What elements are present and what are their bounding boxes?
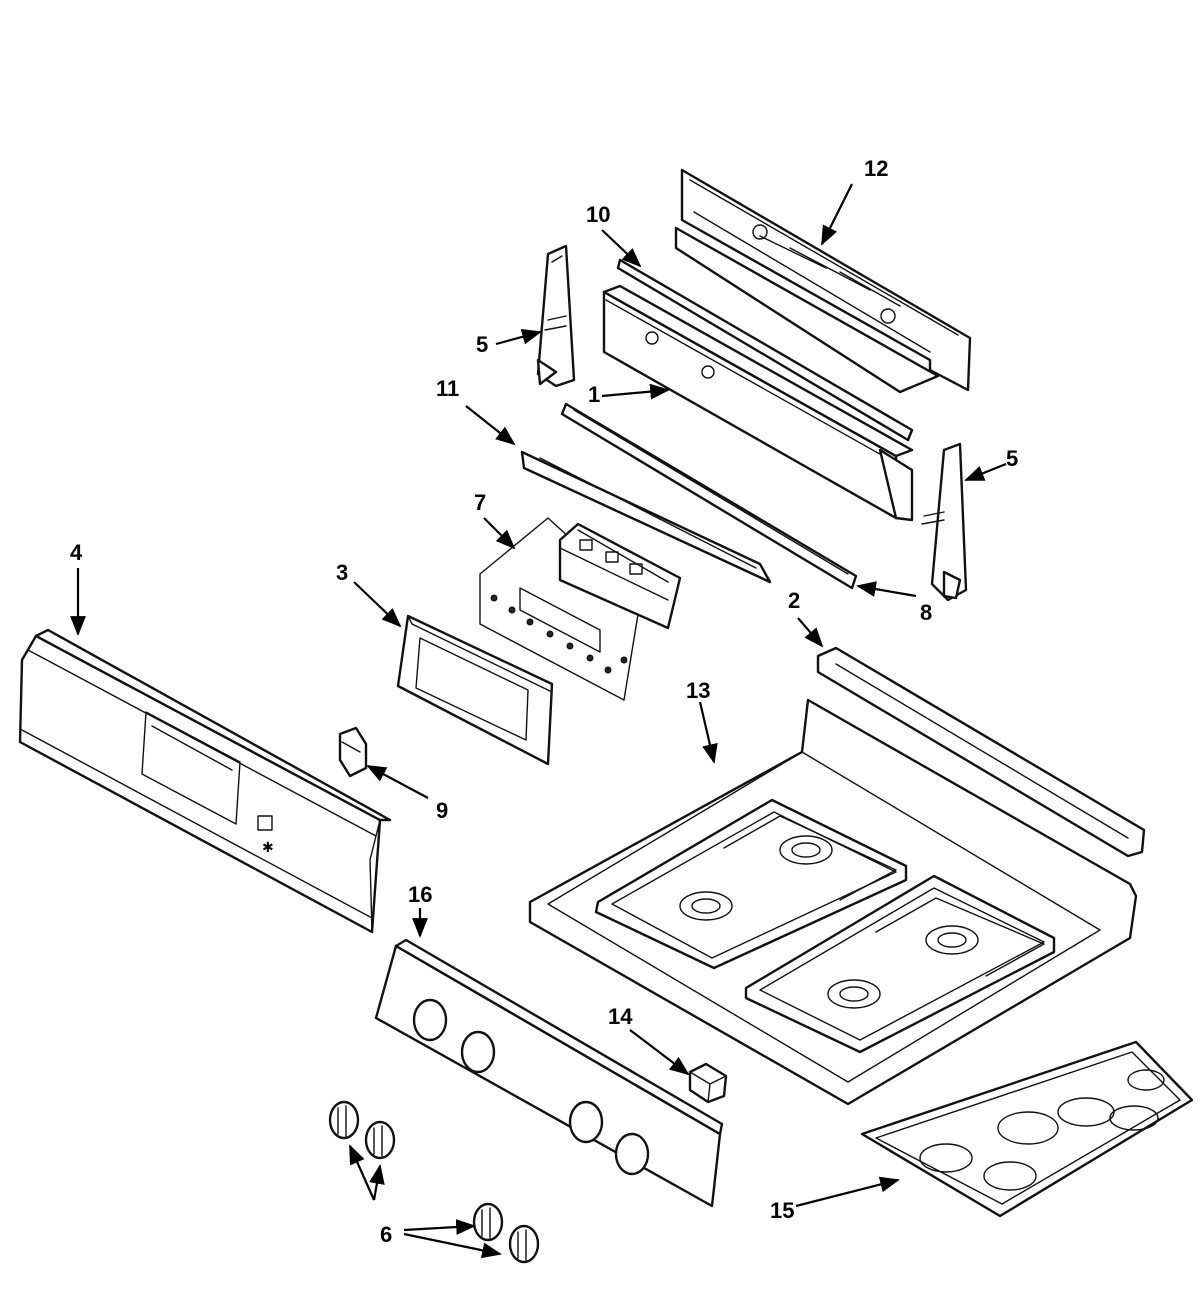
part-15-grate [860, 1040, 1194, 1218]
part-12-rear-panel [674, 168, 972, 394]
part-6-knobs [328, 1100, 540, 1264]
callout-1: 1 [588, 382, 600, 407]
part-1-backguard [602, 284, 914, 522]
callout-11: 11 [436, 376, 459, 401]
callout-4: 4 [70, 540, 83, 565]
callout-labels: 12 10 5 1 11 5 7 8 2 3 4 13 9 16 14 15 6 [70, 156, 1018, 1247]
part-10-trim-strip [616, 258, 914, 442]
part-4-control-panel: ✱ [18, 628, 392, 934]
leader-lines [70, 183, 1007, 1259]
callout-2: 2 [788, 588, 800, 613]
part-16-manifold-panel [374, 938, 724, 1208]
callout-8: 8 [920, 600, 932, 625]
callout-16: 16 [408, 882, 432, 907]
callout-3: 3 [336, 560, 348, 585]
callout-6: 6 [380, 1222, 392, 1247]
part-13-cooktop [528, 698, 1138, 1106]
callout-9: 9 [436, 798, 448, 823]
svg-text:✱: ✱ [262, 840, 274, 856]
callout-12: 12 [864, 156, 888, 181]
part-11-lens-trim [520, 450, 772, 584]
part-3-display-frame [396, 614, 554, 766]
part-9-switch-module [338, 726, 368, 778]
part-5-end-cap-left [536, 244, 576, 388]
callout-7: 7 [474, 490, 486, 515]
part-5-end-cap-right [921, 442, 968, 602]
part-14-ignition-switch [688, 1062, 728, 1104]
callout-10: 10 [586, 202, 610, 227]
callout-5-left: 5 [476, 332, 488, 357]
callout-14: 14 [608, 1004, 633, 1029]
part-8-trim-strip [560, 402, 858, 590]
callout-5-right: 5 [1006, 446, 1018, 471]
callout-15: 15 [770, 1198, 794, 1223]
part-7-electronic-control [479, 517, 682, 701]
part-2-backguard-trim [816, 646, 1146, 858]
callout-13: 13 [686, 678, 710, 703]
